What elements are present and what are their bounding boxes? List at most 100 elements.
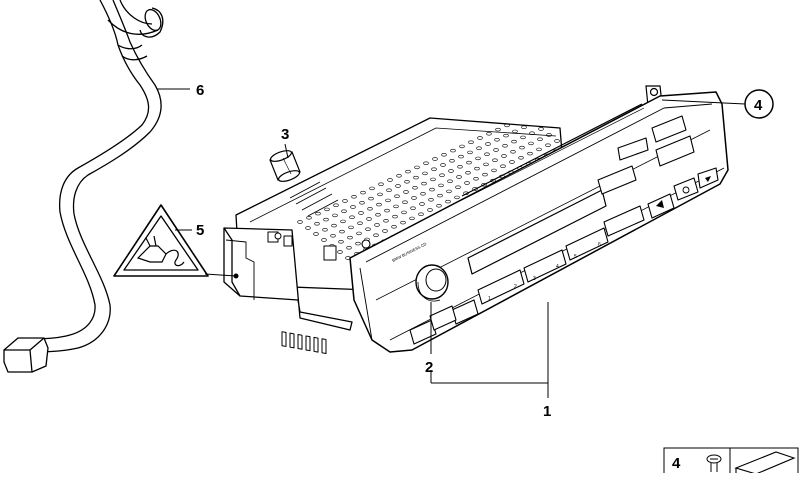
vent-hole — [396, 174, 402, 178]
vent-hole — [482, 172, 488, 177]
vent-hole — [369, 186, 375, 191]
vent-hole — [315, 211, 321, 216]
vent-hole — [387, 178, 393, 182]
vent-hole — [360, 190, 366, 195]
vent-hole — [373, 233, 379, 237]
vent-hole — [536, 147, 542, 152]
preset-button-label: 1 — [488, 296, 491, 302]
vent-hole — [431, 167, 437, 171]
vent-hole — [404, 180, 410, 184]
callout-3: 3 — [281, 126, 289, 143]
vent-hole — [439, 173, 445, 177]
vent-hole — [510, 150, 516, 154]
vent-hole — [490, 178, 496, 183]
vent-hole — [375, 213, 381, 217]
vent-hole — [414, 165, 420, 170]
vent-hole — [464, 181, 470, 185]
vent-hole — [412, 186, 418, 190]
warning-label — [113, 204, 209, 277]
vent-hole — [324, 207, 330, 212]
vent-hole — [341, 209, 347, 213]
preset-group-b — [523, 249, 567, 283]
vent-hole — [511, 139, 517, 144]
vent-hole — [350, 205, 356, 209]
vent-hole — [485, 142, 491, 146]
preset-group-c — [565, 227, 609, 261]
vent-hole — [330, 234, 336, 238]
vent-hole — [418, 212, 424, 216]
vent-hole — [401, 210, 407, 215]
vent-hole — [422, 171, 428, 176]
vent-hole — [484, 152, 490, 156]
vent-hole — [457, 165, 463, 169]
vent-hole — [392, 214, 398, 219]
vent-hole — [385, 198, 391, 203]
electrostatic-hand-icon — [136, 235, 185, 267]
vent-hole — [440, 163, 446, 167]
vent-hole — [400, 220, 406, 225]
vent-hole — [419, 202, 425, 206]
side-vents — [281, 331, 327, 354]
vent-hole — [427, 208, 433, 212]
vent-hole — [436, 204, 442, 208]
vent-hole — [438, 183, 444, 188]
vent-hole — [342, 199, 348, 203]
preset-button-label: 6 — [598, 242, 601, 248]
vent-hole — [486, 132, 492, 136]
vent-hole — [445, 199, 451, 204]
vent-hole — [468, 140, 474, 144]
vent-hole — [409, 216, 415, 221]
vent-hole — [338, 240, 344, 244]
vent-hole — [382, 229, 388, 233]
vent-hole — [402, 200, 408, 204]
vent-hole — [356, 231, 362, 236]
vent-hole — [367, 207, 373, 211]
vent-hole — [403, 190, 409, 194]
vent-hole — [455, 185, 461, 189]
vent-hole — [545, 143, 551, 147]
vent-hole — [432, 157, 438, 161]
preset-button-label: 3 — [533, 276, 536, 282]
vent-hole — [331, 223, 337, 228]
vent-hole — [365, 227, 371, 231]
vent-hole — [376, 202, 382, 207]
vent-hole — [528, 141, 534, 146]
vent-hole — [509, 160, 515, 164]
vent-hole — [355, 241, 361, 246]
vent-hole — [481, 183, 487, 187]
vent-hole — [305, 226, 311, 230]
vent-hole — [454, 195, 460, 200]
vent-hole — [359, 201, 365, 205]
vent-hole — [323, 217, 329, 222]
vent-hole — [297, 220, 303, 224]
vent-hole — [391, 225, 397, 229]
vent-hole — [377, 192, 383, 197]
vent-hole — [313, 232, 319, 236]
vent-hole — [332, 213, 338, 218]
vent-hole — [421, 181, 427, 186]
volume-knob — [415, 264, 449, 302]
vent-hole — [349, 215, 355, 219]
vent-hole — [538, 127, 544, 131]
vent-hole — [337, 250, 343, 254]
vent-hole — [368, 196, 374, 201]
parts-legend: 4 — [663, 447, 799, 475]
leader-lines — [157, 88, 746, 398]
vent-hole — [472, 187, 478, 191]
vent-hole — [466, 160, 472, 165]
vent-hole — [546, 133, 552, 137]
vent-hole — [430, 177, 436, 182]
vent-hole — [378, 182, 384, 186]
callout-6: 6 — [196, 82, 204, 99]
vent-hole — [500, 164, 506, 168]
vent-hole — [467, 150, 473, 155]
cable-harness — [3, 0, 164, 373]
vent-hole — [340, 219, 346, 224]
vent-hole — [504, 123, 510, 128]
vent-hole — [410, 206, 416, 210]
screw-icon — [706, 454, 722, 472]
vent-hole — [306, 216, 312, 220]
vent-hole — [458, 154, 464, 159]
